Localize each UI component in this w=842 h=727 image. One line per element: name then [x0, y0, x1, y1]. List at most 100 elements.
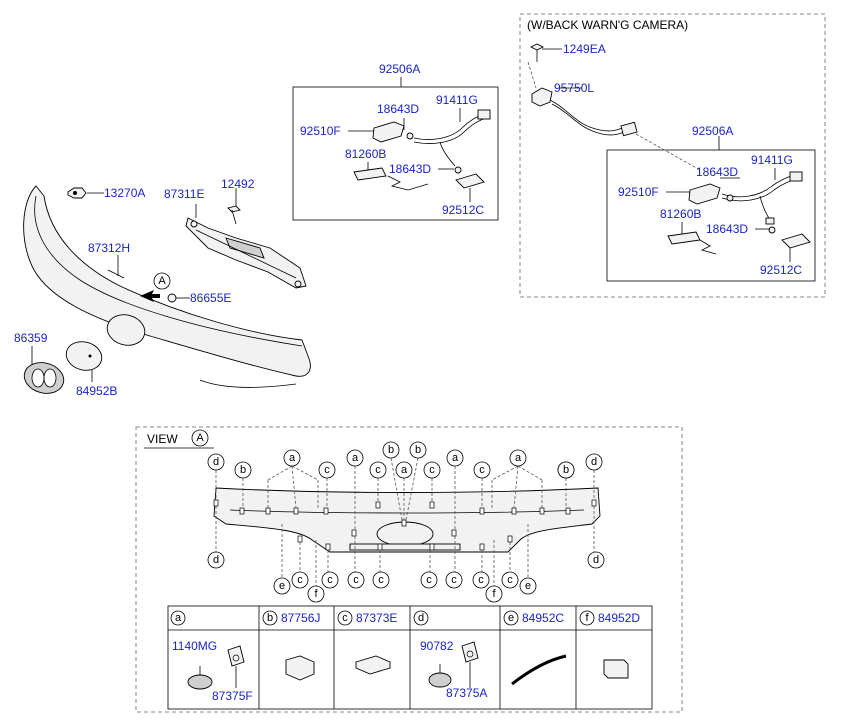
- callout-bottom-2: e: [279, 580, 285, 592]
- callout-top-12: a: [452, 452, 459, 464]
- camera-harness-frame: [606, 149, 816, 282]
- part-84952b[interactable]: 84952B: [76, 384, 117, 398]
- callout-bottom-3: c: [297, 574, 303, 586]
- part-81260b[interactable]: 81260B: [345, 147, 386, 161]
- legend-part-b[interactable]: 87756J: [281, 611, 320, 625]
- clip-87375a-icon: [461, 641, 479, 663]
- callout-top-3: a: [289, 452, 296, 464]
- callout-bottom-6: c: [353, 574, 359, 586]
- garnish-87312h-shape: [23, 185, 311, 377]
- bolt-1249ea-shape: [529, 43, 545, 62]
- callout-top-11: c: [479, 464, 485, 476]
- callout-bottom-11: c: [507, 574, 513, 586]
- view-clips: [213, 499, 597, 551]
- legend-part-1140mg[interactable]: 1140MG: [172, 639, 217, 653]
- camera-95750l-shape: [527, 61, 638, 137]
- part-92512c[interactable]: 92512C: [442, 203, 484, 217]
- callout-top-9: c: [429, 464, 435, 476]
- legend-part-87375f[interactable]: 87375F: [212, 689, 253, 703]
- tape-84952c-icon: [511, 654, 567, 686]
- part-18643d-camera-c[interactable]: 18643D: [706, 222, 748, 236]
- part-92506a-title[interactable]: 92506A: [379, 62, 420, 76]
- view-a-group: VIEW A: [135, 426, 683, 713]
- callout-top-1: d: [213, 456, 219, 468]
- view-a-marker-label: A: [158, 275, 166, 287]
- legend-part-e[interactable]: 84952C: [522, 611, 564, 625]
- part-1249ea[interactable]: 1249EA: [563, 42, 606, 56]
- legend-key-c: c: [342, 612, 348, 624]
- part-13270a[interactable]: 13270A: [104, 186, 145, 200]
- part-12492[interactable]: 12492: [221, 177, 255, 191]
- callout-top-15: b: [563, 464, 569, 476]
- view-marker-circle: [191, 429, 209, 447]
- part-81260b-camera[interactable]: 81260B: [660, 207, 701, 221]
- part-95750l[interactable]: 95750L: [554, 81, 594, 95]
- part-18643d-c[interactable]: 18643D: [389, 162, 431, 176]
- legend-part-f[interactable]: 84952D: [598, 611, 640, 625]
- view-marker-label: A: [196, 432, 204, 444]
- part-86359[interactable]: 86359: [14, 331, 48, 345]
- harness-frame: [292, 86, 499, 221]
- emblem-pad-84952b-shape: [65, 341, 103, 371]
- view-a-frame: [135, 426, 683, 713]
- bolt-1140mg-icon: [187, 666, 213, 690]
- harness-group: 87311E 92506A 18643D 91411G 92510F 81260…: [292, 62, 499, 221]
- legend-key-b: b: [267, 612, 273, 624]
- legend-table: a b 87756J c 87373E d e 84952C f 84952D …: [167, 605, 653, 710]
- part-92510f[interactable]: 92510F: [300, 124, 341, 138]
- part-92512c-camera[interactable]: 92512C: [760, 263, 802, 277]
- legend-key-d: d: [418, 612, 424, 624]
- bolt-90782-icon: [428, 664, 452, 688]
- part-92506a-camera[interactable]: 92506A: [692, 124, 733, 138]
- legend-key-f: f: [585, 612, 589, 624]
- legend-key-e: e: [508, 612, 514, 624]
- garnish-group: 13270A 87311E 12492 87312H A: [14, 177, 311, 398]
- view-garnish-shape: [213, 487, 601, 553]
- camera-option-group: (W/BACK WARN'G CAMERA) 1249EA 95750L 925…: [519, 13, 826, 298]
- view-handle-strip: [349, 543, 461, 551]
- part-86655e[interactable]: 86655E: [190, 291, 231, 305]
- callout-top-14: a: [515, 452, 522, 464]
- callout-bottom-4: f: [314, 588, 318, 600]
- part-91411g[interactable]: 91411G: [436, 93, 478, 107]
- callout-bottom-9: c: [451, 574, 457, 586]
- callout-top-8: b: [415, 444, 421, 456]
- clip-87756j-icon: [285, 655, 315, 681]
- legend-part-87375a[interactable]: 87375A: [446, 686, 487, 700]
- callout-top-6: c: [375, 464, 381, 476]
- handle-87311e-shape: [185, 217, 307, 289]
- legend-part-c[interactable]: 87373E: [356, 611, 397, 625]
- camera-option-title: (W/BACK WARN'G CAMERA): [527, 18, 688, 32]
- callout-bottom-1: d: [213, 554, 219, 566]
- pad-84952d-icon: [603, 659, 629, 679]
- callout-bottom-12: f: [492, 588, 496, 600]
- view-label: VIEW: [147, 432, 178, 446]
- emblem-86359-shape: [23, 362, 65, 394]
- part-18643d-camera-a[interactable]: 18643D: [696, 165, 738, 179]
- callout-bottom-14: e: [525, 580, 531, 592]
- callout-bottom-7: c: [378, 574, 384, 586]
- callout-bottom-10: c: [478, 574, 484, 586]
- nut-13270a-shape: [67, 187, 87, 199]
- callout-top-16: d: [591, 456, 597, 468]
- view-arrow-icon: [140, 290, 160, 302]
- garnish-emblem-recess: [106, 314, 146, 346]
- callout-top-7: b: [388, 444, 394, 456]
- clip-86655e-shape: [167, 293, 177, 303]
- legend-part-90782[interactable]: 90782: [420, 639, 454, 653]
- callout-bottom-8: c: [426, 574, 432, 586]
- harness-shapes: [353, 109, 491, 191]
- view-a-marker: [153, 272, 171, 290]
- top-callouts: d b a c a c b b c a c a c a b d: [207, 441, 603, 530]
- callout-top-10: a: [401, 464, 408, 476]
- callout-bottom-5: c: [327, 574, 333, 586]
- part-87311e[interactable]: 87311E: [164, 187, 204, 201]
- bottom-callouts: d e c f c c c c c c c f e d: [207, 506, 605, 603]
- part-18643d-a[interactable]: 18643D: [377, 102, 419, 116]
- camera-harness-shapes: [667, 171, 811, 255]
- callout-bottom-15: d: [593, 554, 599, 566]
- part-92510f-camera[interactable]: 92510F: [618, 185, 659, 199]
- part-87312h[interactable]: 87312H: [88, 241, 130, 255]
- part-91411g-camera[interactable]: 91411G: [751, 153, 793, 167]
